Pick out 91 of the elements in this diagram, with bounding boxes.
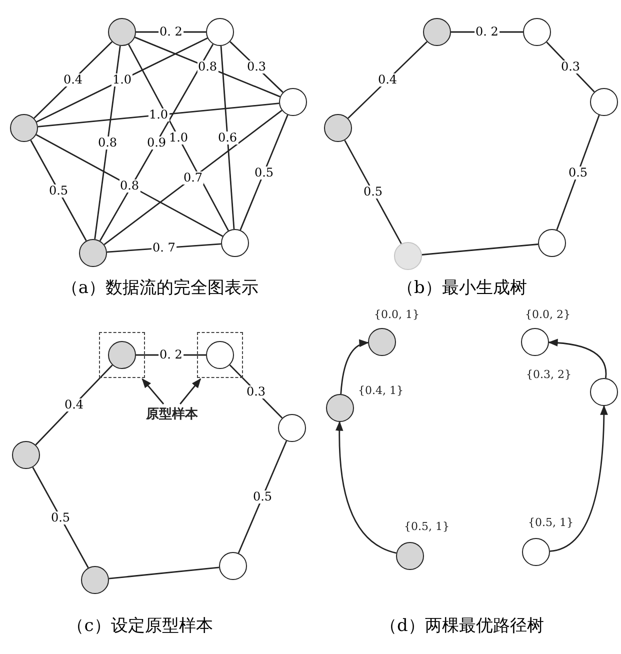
edge-line bbox=[35, 364, 113, 446]
graph-node-circle bbox=[590, 88, 618, 116]
panel-caption: （a）数据流的完全图表示 bbox=[61, 277, 259, 299]
graph-node-circle bbox=[206, 340, 234, 368]
edge-weight-label: 0.5 bbox=[48, 184, 70, 197]
node-value-label: {0.0, 2} bbox=[525, 308, 570, 321]
arrow bbox=[180, 378, 202, 404]
edge-line bbox=[36, 134, 224, 237]
graph-node-circle bbox=[324, 114, 352, 142]
node-value-label: {0.5, 1} bbox=[404, 520, 450, 533]
edge-line bbox=[230, 41, 284, 93]
edge-line bbox=[344, 140, 402, 244]
graph-node-circle bbox=[521, 328, 549, 356]
arrow bbox=[550, 405, 608, 552]
graph-node-circle bbox=[326, 394, 354, 422]
edge-weight-label: 0. 2 bbox=[158, 26, 184, 38]
graph-node-circle bbox=[590, 378, 618, 406]
edge-line bbox=[134, 36, 280, 98]
panel-caption: （b）最小生成树 bbox=[397, 277, 527, 299]
panel-caption: （d）两棵最优路径树 bbox=[380, 615, 544, 637]
edge-line bbox=[108, 566, 220, 580]
edge-weight-label: 0.8 bbox=[118, 179, 140, 192]
edge-line bbox=[422, 244, 538, 256]
edge-weight-label: 0.5 bbox=[567, 166, 589, 179]
edge-line bbox=[220, 46, 235, 230]
edge-weight-label: 0.3 bbox=[560, 60, 582, 74]
edge-line bbox=[32, 466, 89, 568]
annotation-text: 原型样本 bbox=[146, 405, 198, 423]
edge-weight-label: 1.0 bbox=[168, 131, 190, 144]
edge-weight-label: 0.8 bbox=[196, 60, 218, 74]
graph-node-circle bbox=[423, 18, 451, 46]
arrow bbox=[142, 378, 164, 404]
edge-line bbox=[30, 140, 87, 242]
graph-node-circle bbox=[108, 18, 136, 46]
graph-node-circle bbox=[12, 441, 40, 469]
edge-weight-label: 0.6 bbox=[216, 131, 238, 144]
edge-weight-label: 0.3 bbox=[245, 385, 267, 398]
edge-line bbox=[128, 44, 229, 231]
edge-weight-label: 0.3 bbox=[246, 60, 268, 74]
dashed-selection-frame bbox=[197, 332, 243, 378]
edge-line bbox=[38, 102, 280, 128]
graph-node-circle bbox=[522, 538, 550, 566]
graph-node-circle bbox=[278, 414, 306, 442]
graph-node-circle bbox=[219, 552, 247, 580]
node-value-label: {0.3, 2} bbox=[526, 368, 572, 381]
dashed-selection-frame bbox=[99, 332, 145, 378]
edge-weight-label: 0.8 bbox=[96, 136, 118, 149]
graph-node-circle bbox=[396, 542, 424, 570]
edge-weight-label: 0. 2 bbox=[158, 348, 184, 362]
edge-line bbox=[238, 440, 288, 554]
node-value-label: {0.4, 1} bbox=[358, 384, 404, 397]
edge-weight-label: 1.0 bbox=[148, 108, 170, 122]
edge-weight-label: 0.5 bbox=[252, 490, 274, 504]
graph-node-circle bbox=[368, 328, 396, 356]
edge-line bbox=[104, 110, 282, 246]
edge-line bbox=[36, 38, 208, 122]
edge-line bbox=[546, 42, 595, 92]
graph-node-circle bbox=[10, 114, 38, 142]
edge-weight-label: 0.9 bbox=[146, 136, 168, 149]
graph-node-circle bbox=[538, 229, 566, 257]
edge-weight-label: 0.4 bbox=[63, 398, 85, 412]
edge-line bbox=[94, 46, 121, 240]
graph-node-circle bbox=[206, 18, 234, 46]
edge-line bbox=[229, 364, 283, 419]
graph-node-circle bbox=[81, 566, 109, 594]
graph-node-circle bbox=[279, 88, 307, 116]
edge-line bbox=[556, 114, 600, 230]
edge-weight-label: 0. 2 bbox=[474, 26, 500, 38]
graph-node-circle bbox=[79, 239, 107, 267]
edge-line bbox=[34, 41, 112, 119]
arrow bbox=[336, 421, 397, 554]
edge-line bbox=[348, 41, 428, 119]
node-value-label: {0.0, 1} bbox=[374, 308, 420, 321]
edge-weight-label: 0.5 bbox=[253, 166, 275, 179]
edge-weight-label: 0. 7 bbox=[152, 242, 176, 254]
edge-line bbox=[99, 44, 214, 242]
edge-weight-label: 0.5 bbox=[50, 511, 72, 524]
graph-node-circle bbox=[394, 242, 422, 270]
edge-weight-label: 0.7 bbox=[182, 171, 204, 184]
graph-node-circle bbox=[108, 340, 136, 368]
arrow bbox=[548, 338, 607, 378]
graph-node-circle bbox=[221, 229, 249, 257]
edge-weight-label: 0.5 bbox=[362, 186, 384, 198]
graph-node-circle bbox=[523, 18, 551, 46]
edge-weight-label: 0.4 bbox=[62, 74, 84, 86]
panel-caption: （c）设定原型样本 bbox=[67, 615, 213, 637]
node-value-label: {0.5, 1} bbox=[528, 516, 574, 529]
arrow bbox=[340, 340, 369, 394]
edge-line bbox=[240, 114, 288, 230]
edge-weight-label: 1.0 bbox=[111, 74, 133, 86]
edge-weight-label: 0.4 bbox=[376, 74, 398, 86]
